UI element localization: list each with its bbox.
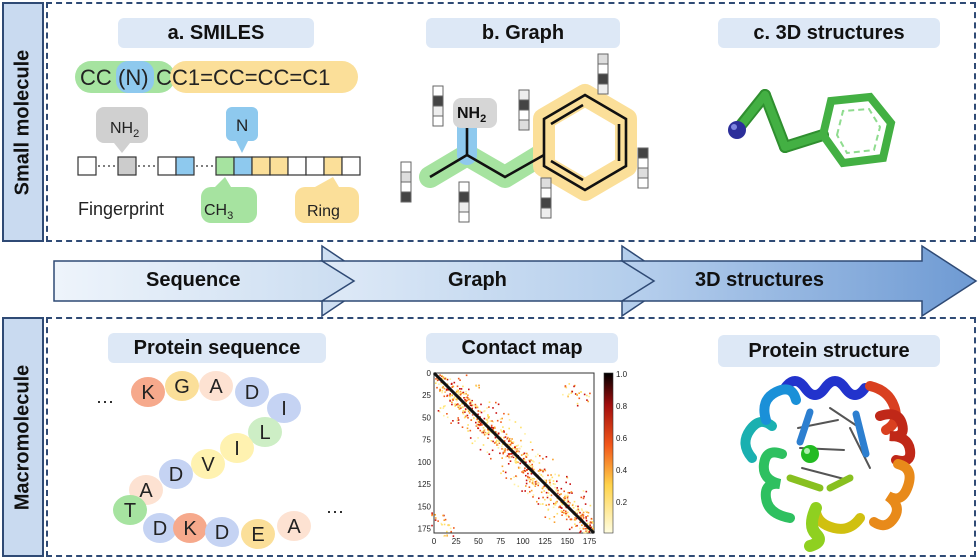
svg-text:D: D [245, 382, 259, 404]
svg-text:I: I [234, 438, 240, 460]
svg-text:K: K [141, 382, 155, 404]
svg-text:D: D [215, 522, 229, 544]
molecular-graph: NH2 [400, 53, 649, 223]
arrow-label-graph: Graph [448, 269, 507, 291]
svg-text:25: 25 [452, 537, 461, 546]
macromolecule-panel [46, 317, 976, 557]
svg-text:N: N [236, 116, 248, 135]
svg-text:150: 150 [561, 537, 575, 546]
smiles-title: a. SMILES [118, 18, 314, 48]
molecule-3d-render [728, 89, 896, 168]
ring-callout [295, 177, 359, 223]
protein-sequence-title: Protein sequence [108, 333, 326, 363]
svg-text:NH2: NH2 [457, 105, 486, 125]
protein-structure-title: Protein structure [718, 335, 940, 367]
svg-text:T: T [124, 500, 136, 522]
svg-text:175: 175 [583, 537, 597, 546]
svg-text:NH2: NH2 [110, 120, 139, 140]
svg-text:CC(N)CC1=CC=CC=C1: CC(N)CC1=CC=CC=C1 [80, 65, 330, 90]
fingerprint-label: Fingerprint [78, 199, 164, 219]
arrow-label-3d-structures: 3D structures [695, 269, 824, 291]
svg-text:0: 0 [427, 369, 432, 378]
small-molecule-panel [46, 2, 976, 242]
contact-map-plot: 0 0 25 25 50 50 75 75 100 100 125 125 150 150 175 175 1… [418, 369, 628, 546]
n-callout [226, 107, 258, 153]
svg-text:100: 100 [516, 537, 530, 546]
svg-text:0.8: 0.8 [616, 402, 628, 411]
macromolecule-label: Macromolecule [2, 317, 44, 557]
svg-text:25: 25 [422, 391, 431, 400]
nh2-callout [96, 107, 148, 153]
svg-text:A: A [139, 480, 153, 502]
svg-text:V: V [201, 454, 215, 476]
svg-text:I: I [281, 398, 287, 420]
svg-text:0.2: 0.2 [616, 498, 628, 507]
sequence-ellipsis-end: ⋯ [326, 502, 344, 522]
graph-title: b. Graph [426, 18, 620, 48]
svg-text:150: 150 [418, 502, 432, 511]
svg-text:D: D [169, 464, 183, 486]
svg-text:A: A [209, 376, 223, 398]
residue-bead: D [159, 459, 193, 489]
svg-text:1.0: 1.0 [616, 370, 628, 379]
smiles-fingerprint-diagram: CC(N)CC1=CC=CC=C1 NH2 N Fingerprint CH3 … [75, 61, 361, 223]
svg-text:0.6: 0.6 [616, 434, 628, 443]
svg-text:125: 125 [538, 537, 552, 546]
svg-text:K: K [183, 518, 197, 540]
residue-bead: E [241, 519, 275, 549]
svg-text:D: D [153, 518, 167, 540]
svg-text:100: 100 [418, 458, 432, 467]
residue-bead: T [113, 495, 147, 525]
ch3-callout [201, 177, 257, 223]
svg-text:L: L [259, 422, 270, 444]
sequence-ellipsis-start: ⋯ [96, 392, 114, 412]
residue-bead: A [277, 511, 311, 541]
svg-text:175: 175 [418, 525, 432, 534]
residue-bead: G [165, 371, 199, 401]
residue-bead: A [199, 371, 233, 401]
small-molecule-label: Small molecule [2, 2, 44, 242]
svg-text:E: E [251, 524, 264, 546]
svg-text:CH3: CH3 [204, 202, 233, 222]
residue-bead: L [248, 417, 282, 447]
residue-bead: K [131, 377, 165, 407]
svg-text:50: 50 [422, 413, 431, 422]
svg-text:125: 125 [418, 480, 432, 489]
residue-bead: D [205, 517, 239, 547]
progression-arrow [53, 244, 978, 318]
svg-text:A: A [287, 516, 301, 538]
structures-3d-title: c. 3D structures [718, 18, 940, 48]
svg-text:G: G [174, 376, 190, 398]
svg-text:75: 75 [496, 537, 505, 546]
contact-map-title: Contact map [426, 333, 618, 363]
svg-text:50: 50 [474, 537, 483, 546]
svg-text:75: 75 [422, 436, 431, 445]
residue-bead: D [143, 513, 177, 543]
svg-text:Ring: Ring [307, 203, 340, 220]
residue-bead: V [191, 449, 225, 479]
residue-bead: K [173, 513, 207, 543]
residue-bead: I [220, 433, 254, 463]
svg-text:0: 0 [432, 537, 437, 546]
arrow-label-sequence: Sequence [146, 269, 241, 291]
protein-structure-render [740, 376, 916, 552]
residue-bead: D [235, 377, 269, 407]
svg-text:0.4: 0.4 [616, 466, 628, 475]
residue-bead: I [267, 393, 301, 423]
